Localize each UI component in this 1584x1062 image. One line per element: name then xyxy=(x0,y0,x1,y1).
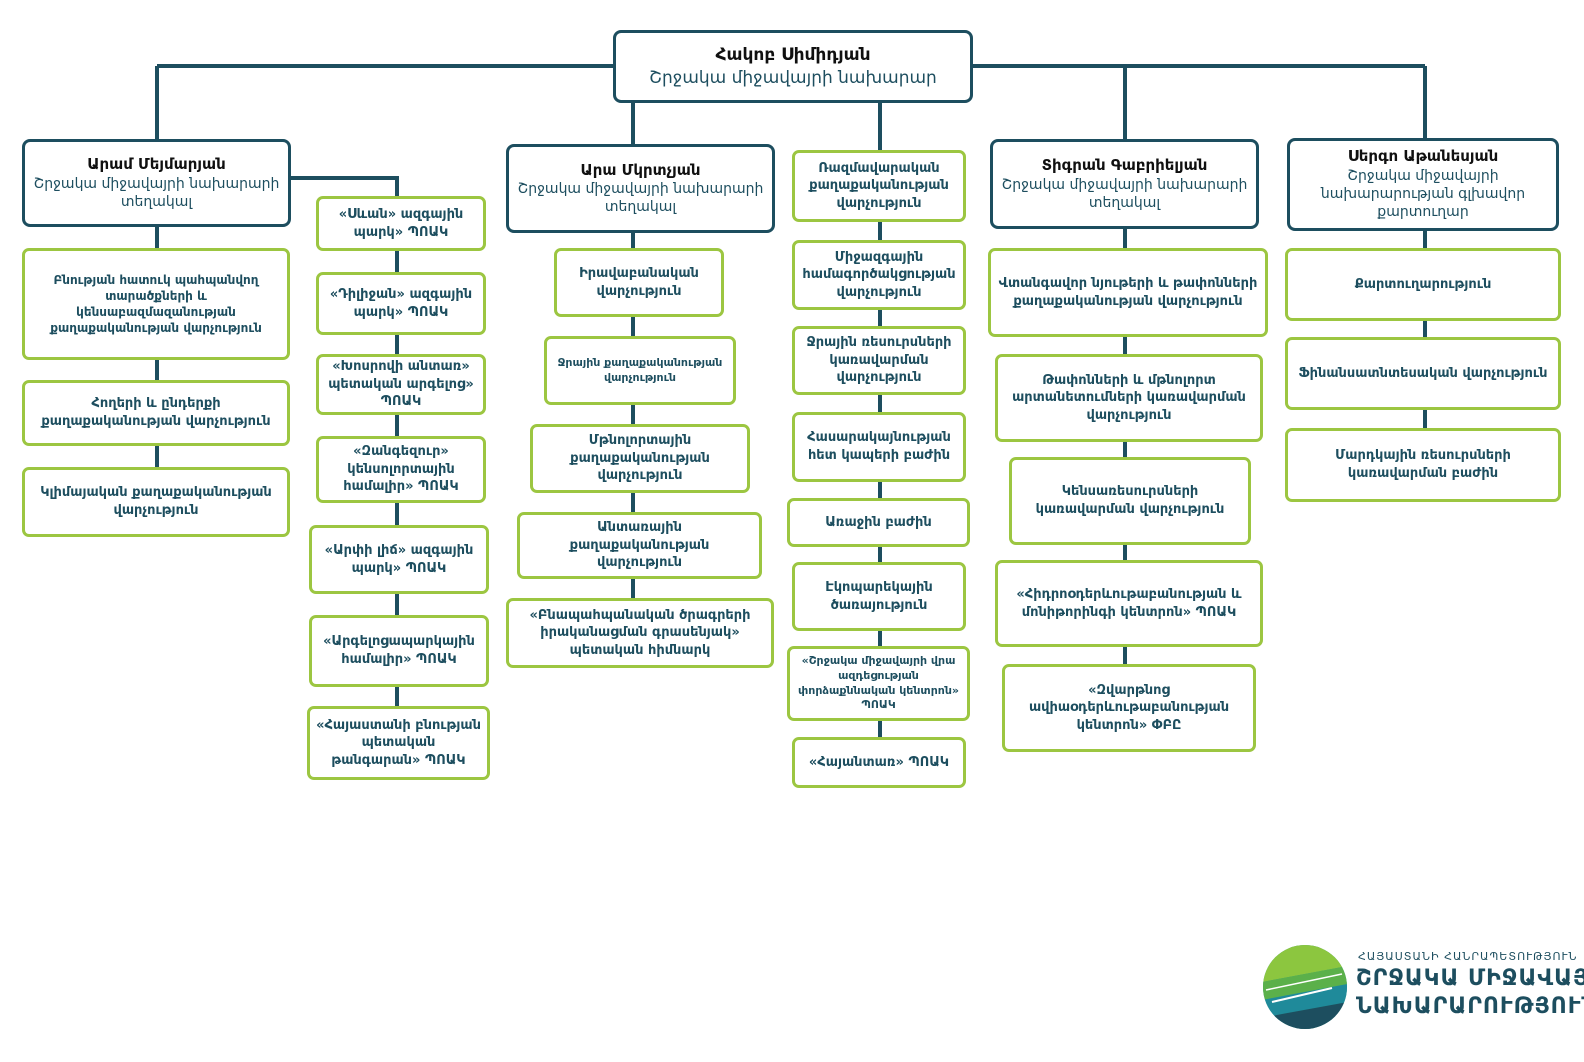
logo-emblem-icon xyxy=(1263,945,1347,1029)
minister-title: Շրջակա միջավայրի նախարար xyxy=(649,67,937,88)
unit-box: Թափոնների և մթնոլորտ արտանետումների կառա… xyxy=(995,354,1263,442)
unit-box: Հողերի և ընդերքի քաղաքականության վարչութ… xyxy=(22,380,290,446)
deputy-box-3: Տիգրան Գաբրիելյան Շրջակա միջավայրի նախար… xyxy=(990,139,1259,229)
unit-box: «Արփի լիճ» ազգային պարկ» ՊՈԱԿ xyxy=(309,525,489,594)
secretary-general-box: Սերգո Աթանեսյան Շրջակա միջավայրի նախարար… xyxy=(1287,138,1559,231)
unit-box: Կենսառեսուրսների կառավարման վարչություն xyxy=(1009,457,1251,545)
unit-box: Հասարակայնության հետ կապերի բաժին xyxy=(792,412,966,482)
unit-box: Մարդկային ռեսուրսների կառավարման բաժին xyxy=(1285,428,1561,502)
unit-box: Կլիմայական քաղաքականության վարչություն xyxy=(22,467,290,537)
unit-box: Ջրային քաղաքականության վարչություն xyxy=(544,336,736,405)
deputy-box-2: Արա Մկրտչյան Շրջակա միջավայրի նախարարի տ… xyxy=(506,144,775,233)
unit-box: Մթնոլորտային քաղաքականության վարչություն xyxy=(530,424,750,493)
unit-box: «Սևան» ազգային պարկ» ՊՈԱԿ xyxy=(316,196,486,251)
unit-box: Ֆինանսատնտեսական վարչություն xyxy=(1285,337,1561,410)
unit-box: «Զվարթնոց ավիաօդերևութաբանության կենտրոն… xyxy=(1002,664,1256,752)
deputy-3-title: Շրջակա միջավայրի նախարարի տեղակալ xyxy=(1001,176,1248,211)
deputy-2-title: Շրջակա միջավայրի նախարարի տեղակալ xyxy=(517,181,764,216)
minister-box: Հակոբ Սիմիդյան Շրջակա միջավայրի նախարար xyxy=(613,30,973,103)
unit-box: «Խոսրովի անտառ» պետական արգելոց» ՊՈԱԿ xyxy=(316,354,486,415)
unit-box: «Զանգեզուր» կենսոլորտային համալիր» ՊՈԱԿ xyxy=(316,436,486,503)
unit-box: «Հիդրոօդերևութաբանության և մոնիթորինգի կ… xyxy=(995,560,1263,647)
unit-box: Ջրային ռեսուրսների կառավարման վարչությու… xyxy=(792,326,966,395)
unit-box: Առաջին բաժին xyxy=(787,498,970,547)
logo-text-line-1: ՀԱՅԱՍՏԱՆԻ ՀԱՆՐԱՊԵՏՈՒԹՅՈՒՆ xyxy=(1358,950,1578,963)
unit-box: «Դիլիջան» ազգային պարկ» ՊՈԱԿ xyxy=(316,272,486,335)
unit-box: Վտանգավոր նյութերի և թափոնների քաղաքական… xyxy=(988,248,1268,337)
deputy-1-title: Շրջակա միջավայրի նախարարի տեղակալ xyxy=(33,175,280,210)
secretary-general-name: Սերգո Աթանեսյան xyxy=(1347,147,1499,166)
deputy-box-1: Արամ Մեյմարյան Շրջակա միջավայրի նախարարի… xyxy=(22,139,291,227)
minister-name: Հակոբ Սիմիդյան xyxy=(715,45,871,66)
ministry-logo: ՀԱՅԱՍՏԱՆԻ ՀԱՆՐԱՊԵՏՈՒԹՅՈՒՆ ՇՐՋԱԿԱ ՄԻՋԱՎԱՅ… xyxy=(1262,944,1584,1034)
unit-box: Անտառային քաղաքականության վարչություն xyxy=(517,512,762,579)
deputy-3-name: Տիգրան Գաբրիելյան xyxy=(1041,156,1208,175)
unit-box: «Շրջակա միջավայրի վրա ազդեցության փորձաք… xyxy=(787,646,970,721)
logo-text-line-2: ՇՐՋԱԿԱ ՄԻՋԱՎԱՅՐԻ xyxy=(1356,966,1584,991)
unit-box: Էկոպարեկային ծառայություն xyxy=(792,562,966,631)
unit-box: Ռազմավարական քաղաքականության վարչություն xyxy=(792,150,966,222)
deputy-1-name: Արամ Մեյմարյան xyxy=(87,155,226,174)
logo-text-line-3: ՆԱԽԱՐԱՐՈՒԹՅՈՒՆ xyxy=(1356,994,1584,1019)
unit-box: «Արգելոցապարկային համալիր» ՊՈԱԿ xyxy=(309,615,489,687)
secretary-general-title: Շրջակա միջավայրի նախարարության գլխավոր ք… xyxy=(1320,167,1526,221)
unit-box: Բնության հատուկ պահպանվող տարածքների և կ… xyxy=(22,248,290,360)
unit-box: «Բնապահպանական ծրագրերի իրականացման գրաս… xyxy=(506,598,774,668)
unit-box: «Հայանտառ» ՊՈԱԿ xyxy=(792,737,966,788)
unit-box: «Հայաստանի բնության պետական թանգարան» ՊՈ… xyxy=(307,706,490,780)
deputy-2-name: Արա Մկրտչյան xyxy=(580,160,701,179)
unit-box: Իրավաբանական վարչություն xyxy=(554,248,724,317)
unit-box: Քարտուղարություն xyxy=(1285,248,1561,321)
unit-box: Միջազգային համագործակցության վարչություն xyxy=(792,240,966,310)
